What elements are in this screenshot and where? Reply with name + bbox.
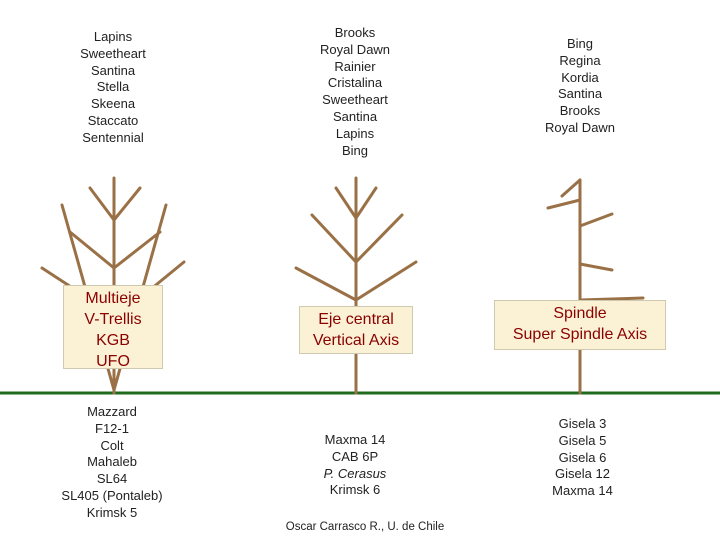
variety-item: Regina	[559, 52, 601, 68]
multieje-rootstocks: Mazzard F12-1 Colt Mahaleb SL64 SL405 (P…	[30, 404, 194, 522]
variety-item: Santina	[557, 86, 603, 102]
system-line: Super Spindle Axis	[512, 326, 648, 343]
variety-item: Royal Dawn	[319, 41, 391, 57]
variety-item: Sentennial	[82, 129, 144, 145]
rootstock-item: Maxma 14	[552, 483, 613, 499]
variety-item: Rainier	[334, 58, 376, 74]
rootstock-item: Mazzard	[87, 404, 137, 419]
rootstock-item: SL64	[96, 471, 128, 487]
variety-item: Staccato	[87, 112, 139, 128]
variety-item: Lapins	[93, 29, 133, 44]
rootstock-item: Gisela 12	[555, 466, 610, 482]
multieje-system-label: Multieje V-Trellis KGB UFO	[63, 285, 163, 370]
variety-item: Stella	[96, 79, 130, 95]
variety-item: Brooks	[334, 25, 376, 40]
eje-central-tree	[294, 176, 418, 395]
eje-central-rootstocks: Maxma 14 CAB 6P P. Cerasus Krimsk 6	[280, 432, 430, 499]
variety-item: Sweetheart	[322, 92, 388, 108]
system-line: V-Trellis	[84, 311, 142, 328]
variety-item: Skeena	[90, 96, 136, 112]
variety-item: Royal Dawn	[544, 119, 616, 135]
variety-item: Sweetheart	[80, 45, 146, 61]
spindle-varieties: Bing Regina Kordia Santina Brooks Royal …	[510, 36, 650, 137]
system-line: Eje central	[318, 311, 394, 328]
rootstock-item: SL405 (Pontaleb)	[61, 487, 163, 503]
eje-central-varieties: Brooks Royal Dawn Rainier Cristalina Swe…	[280, 25, 430, 159]
spindle-tree	[546, 178, 645, 395]
rootstock-item: F12-1	[95, 420, 129, 436]
spindle-system-label: Spindle Super Spindle Axis	[494, 300, 666, 350]
variety-item: Santina	[332, 108, 378, 124]
variety-item: Bing	[341, 142, 369, 158]
rootstock-item: CAB 6P	[331, 448, 379, 464]
variety-item: Cristalina	[327, 75, 383, 91]
multieje-varieties: Lapins Sweetheart Santina Stella Skeena …	[40, 29, 186, 147]
rootstock-item: Krimsk 5	[86, 504, 138, 520]
rootstock-item: Gisela 3	[558, 416, 607, 431]
eje-central-system-label: Eje central Vertical Axis	[299, 306, 413, 354]
rootstock-item: Gisela 6	[558, 449, 607, 465]
rootstock-item: Krimsk 6	[329, 482, 381, 498]
rootstock-item: Colt	[100, 437, 124, 453]
variety-item: Bing	[566, 36, 594, 51]
rootstock-item: P. Cerasus	[323, 465, 387, 481]
variety-item: Lapins	[335, 125, 375, 141]
variety-item: Kordia	[561, 69, 599, 85]
system-line: Multieje	[85, 290, 141, 307]
variety-item: Brooks	[559, 103, 601, 119]
author-credit: Oscar Carrasco R., U. de Chile	[285, 521, 445, 533]
system-line: UFO	[96, 353, 130, 370]
system-line: KGB	[96, 332, 130, 349]
rootstock-item: Mahaleb	[87, 454, 137, 470]
variety-item: Santina	[90, 62, 136, 78]
rootstock-item: Maxma 14	[324, 432, 386, 447]
system-line: Spindle	[553, 305, 607, 322]
spindle-rootstocks: Gisela 3 Gisela 5 Gisela 6 Gisela 12 Max…	[515, 416, 650, 500]
rootstock-item: Gisela 5	[558, 432, 607, 448]
system-line: Vertical Axis	[312, 332, 400, 349]
